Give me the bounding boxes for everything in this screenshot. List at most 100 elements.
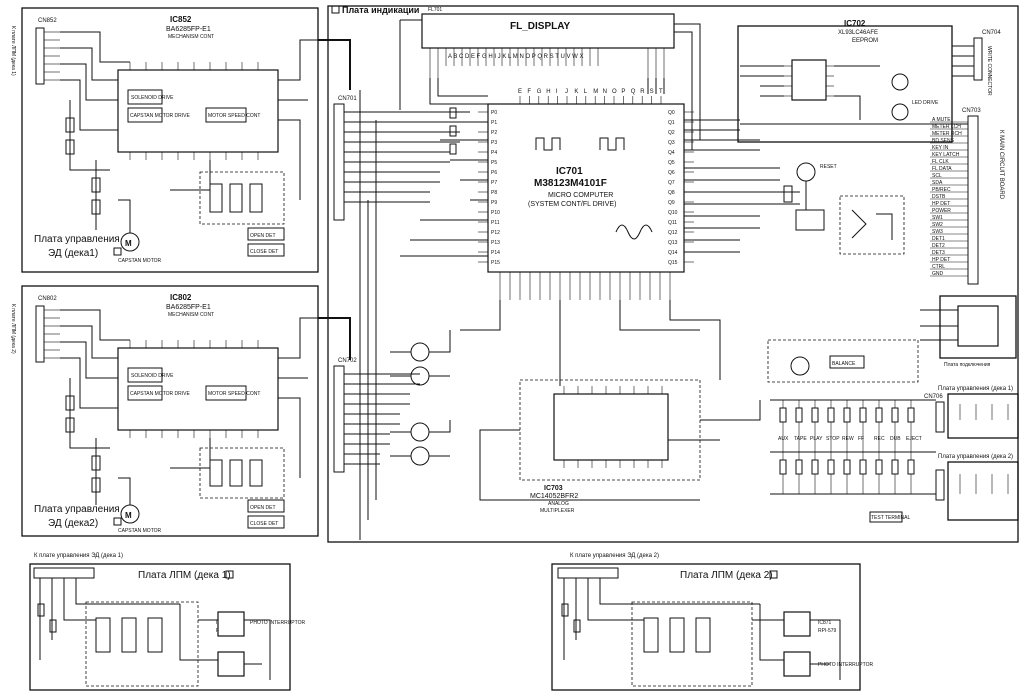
mcu-top-letter: H	[546, 89, 550, 95]
ic702-func: EEPROM	[852, 38, 878, 44]
mcu-right-pin-label: Q0	[668, 110, 675, 116]
ic702-eeprom: IC702 XL93LC46AFE EEPROM LED DRIVE CN704…	[737, 19, 1001, 143]
deck1-capstan-label: CAPSTAN MOTOR	[118, 258, 162, 264]
main-conn-pin-label: DSTB	[932, 194, 946, 200]
main-conn-pin-label: GND	[932, 271, 944, 277]
ctrl-deck2-label: Плата управления (дека 2)	[938, 454, 1013, 460]
balance-label: BALANCE	[832, 361, 856, 367]
ic701-microcomputer: IC701 M38123M4101F MICRO COMPUTER (SYSTE…	[400, 78, 800, 380]
key-label: PLAY	[810, 436, 823, 442]
mcu-left-pin-label: P6	[491, 170, 497, 176]
lpm1-photo-label: PHOTO INTERRUPTOR	[250, 620, 305, 626]
lpm2-top-connector-label: К плате управления ЭД (дека 2)	[570, 553, 659, 559]
key-label: REC	[874, 436, 885, 442]
mcu-top-letter: R	[640, 89, 645, 95]
mcu-right-pin-label: Q11	[668, 220, 677, 226]
fl-display-block: FL701 FL_DISPLAY A B C D E F G H I J K L…	[399, 7, 701, 150]
lpm1-top-connector-label: К плате управления ЭД (дека 1)	[34, 553, 123, 559]
ic802-part: BA6285FP-E1	[166, 304, 211, 311]
ic703-part: MC14052BFR2	[530, 493, 578, 500]
mcu-right-pin-label: Q8	[668, 190, 675, 196]
main-conn-pin-label: DET2	[932, 243, 945, 249]
ic852-part: BA6285FP-E1	[166, 26, 211, 33]
deck1-solenoid-drive-label: SOLENOID DRIVE	[131, 95, 174, 101]
main-conn-pin-label: KEY IN	[932, 145, 949, 151]
deck1-speed-cont-label: MOTOR SPEED CONT	[208, 113, 260, 119]
ic701-desc-2: (SYSTEM CONT/FL DRIVE)	[528, 201, 616, 208]
main-conn-pin-label: HP DET	[932, 257, 950, 263]
mcu-right-pin-label: Q9	[668, 200, 675, 206]
main-conn-pin-label: HP DET	[932, 201, 950, 207]
main-conn-pin-label: FL DATA	[932, 166, 952, 172]
fl-display-body	[421, 13, 675, 49]
mcu-right-pin-label: Q13	[668, 240, 678, 246]
main-conn-pin-label: SDA	[932, 180, 943, 186]
mcu-top-letter: K	[574, 89, 578, 95]
lpm1-title: Плата ЛПМ (дека 1)	[138, 570, 231, 581]
main-conn-pin-label: FL CLK	[932, 159, 949, 165]
deck1-motor-drive-label: CAPSTAN MOTOR DRIVE	[130, 113, 190, 119]
ic702-part: XL93LC46AFE	[838, 30, 878, 36]
fl-segment-letters: A B C D E F G H I J K L M N O P Q R S T …	[448, 54, 583, 60]
mcu-left-pin-label: P12	[491, 230, 500, 236]
ic701-desc-1: MICRO COMPUTER	[548, 192, 613, 199]
mcu-left-pin-label: P3	[491, 140, 497, 146]
fl-ref-label: FL701	[428, 7, 442, 13]
mcu-top-letter: O	[612, 89, 617, 95]
indication-board: Плата индикации CN701 CN702	[318, 5, 1019, 543]
mcu-left-pin-label: P0	[491, 110, 497, 116]
key-label: TAPE	[794, 436, 807, 442]
mcu-right-pin-label: Q12	[668, 230, 678, 236]
lpm2-ic-ref: IC871	[818, 620, 832, 626]
deck1-board-title-1: Плата управления	[34, 234, 120, 245]
main-conn-pin-label: CTRL	[932, 264, 945, 270]
main-conn-pin-label: SW2	[932, 222, 943, 228]
reset-block: RESET	[783, 162, 905, 255]
deck1-motor-symbol: M	[125, 239, 132, 248]
deck1-close-det-label: CLOSE DET	[250, 249, 278, 255]
deck2-motor-drive-label: CAPSTAN MOTOR DRIVE	[130, 391, 190, 397]
mcu-right-pin-label: Q3	[668, 140, 675, 146]
write-connector-label: WRITE CONNECTOR	[986, 46, 992, 96]
mcu-right-pin-label: Q6	[668, 170, 675, 176]
reset-label: RESET	[820, 164, 837, 170]
deck2-board-title-1: Плата управления	[34, 504, 120, 515]
ic802-name: IC802	[170, 293, 192, 302]
aux-connection-board: Плата подключения	[920, 295, 1017, 368]
deck1-control-board: CN852 К плате ЛПМ (дека 1) IC852 BA6285F…	[10, 7, 319, 273]
mcu-top-letter: F	[527, 89, 531, 95]
key-label: EJECT	[906, 436, 922, 442]
mcu-left-pin-label: P14	[491, 250, 500, 256]
mcu-top-letter: T	[659, 89, 663, 95]
deck2-motor-symbol: M	[125, 511, 132, 520]
mcu-top-letter: S	[650, 89, 654, 95]
mcu-top-letter: I	[556, 89, 558, 95]
mcu-right-pin-label: Q14	[668, 250, 678, 256]
deck2-open-det-label: OPEN DET	[250, 505, 276, 511]
main-conn-pin-label: A MUTE	[932, 117, 951, 123]
mcu-top-letter: Q	[631, 89, 636, 95]
cn852-label: CN852	[38, 18, 57, 24]
ic701-name: IC701	[556, 166, 583, 177]
lpm-deck1-board: К плате управления ЭД (дека 1) Плата ЛПМ…	[29, 553, 305, 691]
main-conn-pin-label: METER RCH	[932, 131, 962, 137]
cn802-label: CN802	[38, 296, 57, 302]
deck2-close-det-label: CLOSE DET	[250, 521, 278, 527]
ic701-body	[487, 103, 685, 273]
mcu-top-letter: N	[603, 89, 607, 95]
ic703-name: IC703	[544, 485, 563, 492]
lpm2-title: Плата ЛПМ (дека 2)	[680, 570, 773, 581]
main-conn-pin-label: DET1	[932, 236, 945, 242]
ic852-body	[117, 69, 279, 153]
mcu-right-pin-label: Q2	[668, 130, 675, 136]
to-lpm-deck1-side-label: К плате ЛПМ (дека 1)	[10, 26, 16, 76]
aux-board-label: Плата подключения	[944, 362, 991, 368]
mcu-top-letter: L	[584, 89, 588, 95]
mcu-right-pin-label: Q10	[668, 210, 678, 216]
mcu-right-pin-label: Q7	[668, 180, 675, 186]
lpm-deck2-board: К плате управления ЭД (дека 2) Плата ЛПМ…	[551, 553, 873, 691]
deck1-board-title-2: ЭД (дека1)	[48, 248, 98, 259]
lpm2-photo-label: PHOTO INTERRUPTOR	[818, 662, 873, 668]
lpm2-ic-part: RPI-579	[818, 628, 837, 634]
